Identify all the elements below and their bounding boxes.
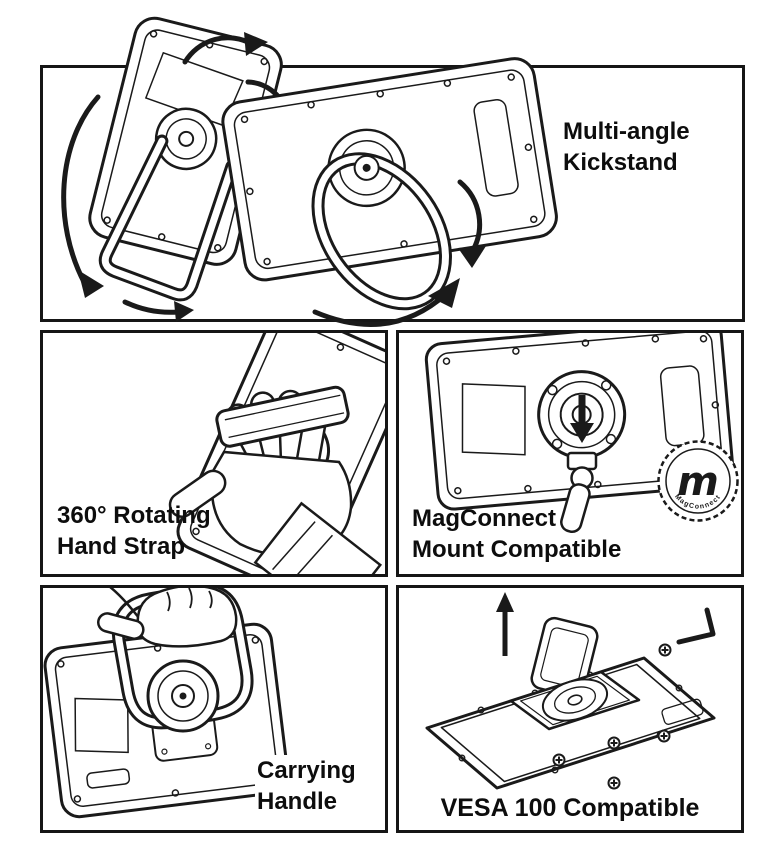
panel-hand-strap: 360° Rotating Hand Strap [40,330,388,577]
wrist-sleeve [253,501,383,574]
magconnect-label: MagConnect Mount Compatible [412,503,621,565]
vesa-label-text: VESA 100 Compatible [440,794,700,822]
carrying-handle-label: Carrying Handle [255,755,358,818]
magconnect-label-line1: MagConnect [412,505,556,532]
panel-kickstand: Multi-angle Kickstand [40,16,745,327]
lift-arrow-icon [496,592,514,656]
tablet-back-landscape [221,57,558,311]
hand-strap-label-line1: 360° Rotating [57,502,211,529]
magconnect-badge: m MagConnect [657,440,739,522]
mount-post [560,451,598,534]
allen-key-icon [676,607,716,645]
panel-carrying-handle: Carrying Handle [40,585,388,833]
carrying-handle-illustration [43,588,290,819]
magconnect-illustration: m MagConnect [424,333,739,534]
kickstand-illustration [61,16,558,327]
badge-letter: m [677,459,719,505]
kickstand-label: Multi-angle Kickstand [563,116,690,178]
kickstand-label-line1: Multi-angle [563,118,690,145]
mounting-screws [552,643,672,790]
gripping-hand [97,588,238,648]
magconnect-label-line2: Mount Compatible [412,536,622,564]
hand-strap-label: 360° Rotating Hand Strap [57,500,211,562]
carrying-handle-label-line1: Carrying [257,757,356,784]
kickstand-ring [98,134,239,302]
tablet-back-portrait [88,16,283,302]
rotating-mount-icon [146,659,220,733]
hand-strap-label-line2: Hand Strap [57,533,186,561]
hand-strap-band [215,385,350,448]
kickstand-ring [311,152,452,311]
carrying-handle-label-line2: Handle [257,788,338,816]
panel-vesa: VESA 100 Compatible [396,585,744,833]
insert-arrow-icon [570,395,594,443]
panel-magconnect: m MagConnect MagConnect Mount Compatible [396,330,744,577]
kickstand-label-line2: Kickstand [563,149,678,177]
hand-strap-illustration [168,333,385,574]
thumb [168,469,227,518]
vesa-label: VESA 100 Compatible [399,792,741,825]
rotating-mount-icon [154,107,218,171]
rotation-arrow-icon [312,179,486,327]
vesa-illustration [425,592,716,790]
vesa-plate [509,670,641,731]
